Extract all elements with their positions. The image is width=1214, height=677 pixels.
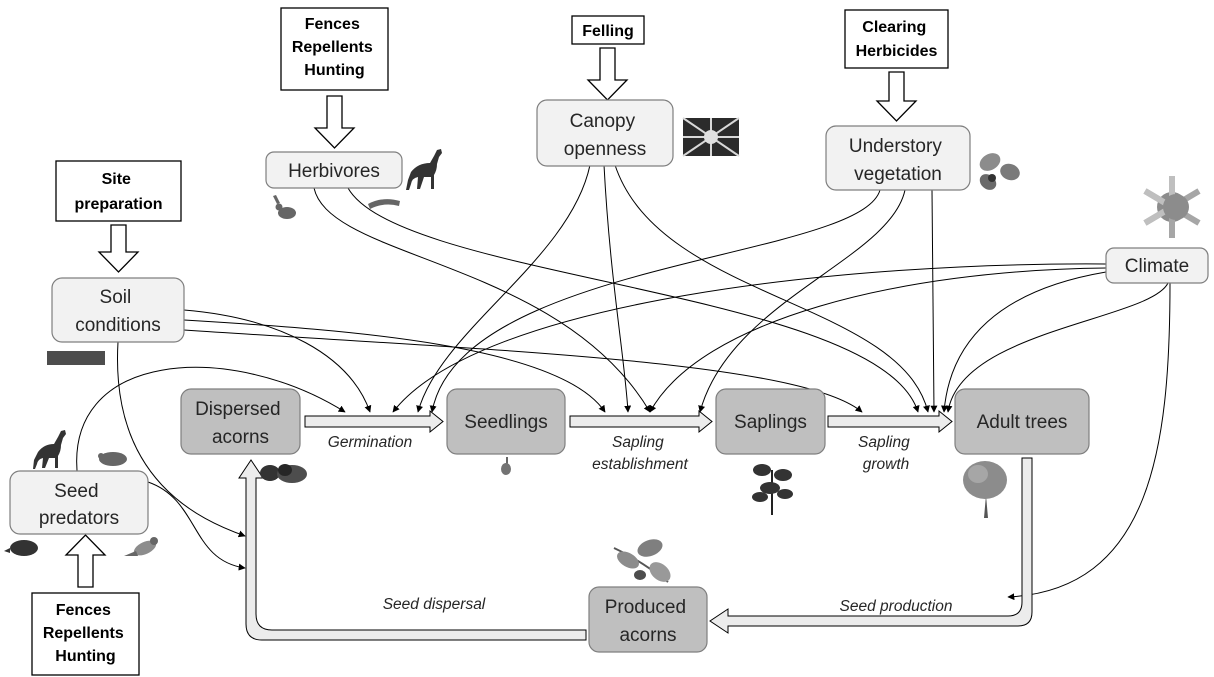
deer-silhouette-icon bbox=[406, 149, 442, 190]
svg-text:Fences Repellents: Fences Repellents Hunting bbox=[292, 16, 377, 79]
arrow-seed-dispersal bbox=[238, 459, 587, 641]
hare-icon bbox=[273, 195, 296, 219]
node-produced-acorns: Produced acorns bbox=[588, 586, 708, 653]
rodent-icon bbox=[98, 452, 127, 466]
svg-text:Adult trees: Adult trees bbox=[977, 412, 1068, 433]
larva-icon bbox=[368, 199, 400, 209]
soil-strip-icon bbox=[47, 351, 105, 365]
influence-links bbox=[76, 164, 1171, 601]
svg-text:Fences Repellents: Fences Repellents Hunting bbox=[43, 602, 128, 665]
arrow-sapling-growth bbox=[827, 409, 953, 434]
svg-text:Understory vegetation: Understory vegetation bbox=[849, 136, 947, 185]
svg-text:Clearing Herbicides: Clearing Herbicides bbox=[856, 19, 938, 60]
svg-text:Canopy openness: Canopy openness bbox=[564, 111, 646, 160]
node-seedlings: Seedlings bbox=[446, 388, 566, 455]
block-arrow-site-preparation bbox=[97, 224, 140, 273]
node-seed-predators: Seed predators bbox=[9, 470, 149, 535]
canopy-photo-icon bbox=[682, 117, 740, 157]
svg-text:Climate: Climate bbox=[1125, 256, 1189, 277]
svg-text:Felling: Felling bbox=[582, 23, 634, 40]
boar-icon bbox=[4, 540, 38, 556]
label-sapling-growth: Sapling growth bbox=[858, 434, 914, 473]
node-climate: Climate bbox=[1105, 247, 1209, 284]
node-herbivores: Herbivores bbox=[265, 151, 403, 189]
management-herbivore-control: Fences Repellents Hunting bbox=[280, 7, 389, 91]
svg-text:Produced acorns: Produced acorns bbox=[605, 597, 692, 646]
node-soil-conditions: Soil conditions bbox=[51, 277, 185, 343]
svg-text:Herbivores: Herbivores bbox=[288, 161, 380, 182]
node-saplings: Saplings bbox=[715, 388, 826, 455]
jay-icon bbox=[124, 537, 158, 556]
label-germination: Germination bbox=[328, 434, 412, 451]
arrow-seed-production bbox=[709, 457, 1033, 634]
sun-snowflake-icon bbox=[1143, 176, 1201, 238]
svg-text:Seed predators: Seed predators bbox=[39, 481, 119, 529]
svg-text:Seedlings: Seedlings bbox=[464, 412, 547, 433]
node-adult-trees: Adult trees bbox=[954, 388, 1090, 455]
deer-silhouette-icon bbox=[33, 430, 66, 469]
node-understory-vegetation: Understory vegetation bbox=[825, 125, 971, 191]
oak-sapling-icon bbox=[752, 464, 793, 515]
leaves-icon bbox=[979, 153, 1020, 190]
svg-text:Soil conditions: Soil conditions bbox=[75, 287, 161, 336]
node-dispersed-acorns: Dispersed acorns bbox=[180, 388, 301, 455]
svg-text:Saplings: Saplings bbox=[734, 412, 807, 433]
management-understory-control: Clearing Herbicides bbox=[844, 9, 949, 69]
block-arrow-understory-control bbox=[875, 71, 918, 122]
svg-text:Site preparation: Site preparation bbox=[74, 171, 162, 213]
svg-text:Dispersed acorns: Dispersed acorns bbox=[195, 399, 286, 448]
block-arrow-herbivore-control bbox=[313, 95, 356, 149]
tree-icon bbox=[963, 461, 1007, 518]
block-arrow-felling bbox=[586, 47, 629, 101]
block-arrow-predator-control bbox=[64, 534, 107, 588]
label-sapling-establishment: Sapling establishment bbox=[592, 434, 688, 473]
node-canopy-openness: Canopy openness bbox=[536, 99, 674, 167]
acorns-icon bbox=[260, 464, 307, 483]
management-site-preparation: Site preparation bbox=[55, 160, 182, 222]
management-predator-control: Fences Repellents Hunting bbox=[31, 592, 140, 676]
label-seed-dispersal: Seed dispersal bbox=[383, 596, 486, 613]
label-seed-production: Seed production bbox=[840, 598, 953, 615]
management-felling: Felling bbox=[571, 15, 645, 45]
oak-branch-icon bbox=[613, 539, 671, 583]
seedling-icon bbox=[501, 457, 511, 475]
arrow-sapling-establishment bbox=[569, 409, 713, 434]
arrow-germination bbox=[304, 409, 444, 434]
